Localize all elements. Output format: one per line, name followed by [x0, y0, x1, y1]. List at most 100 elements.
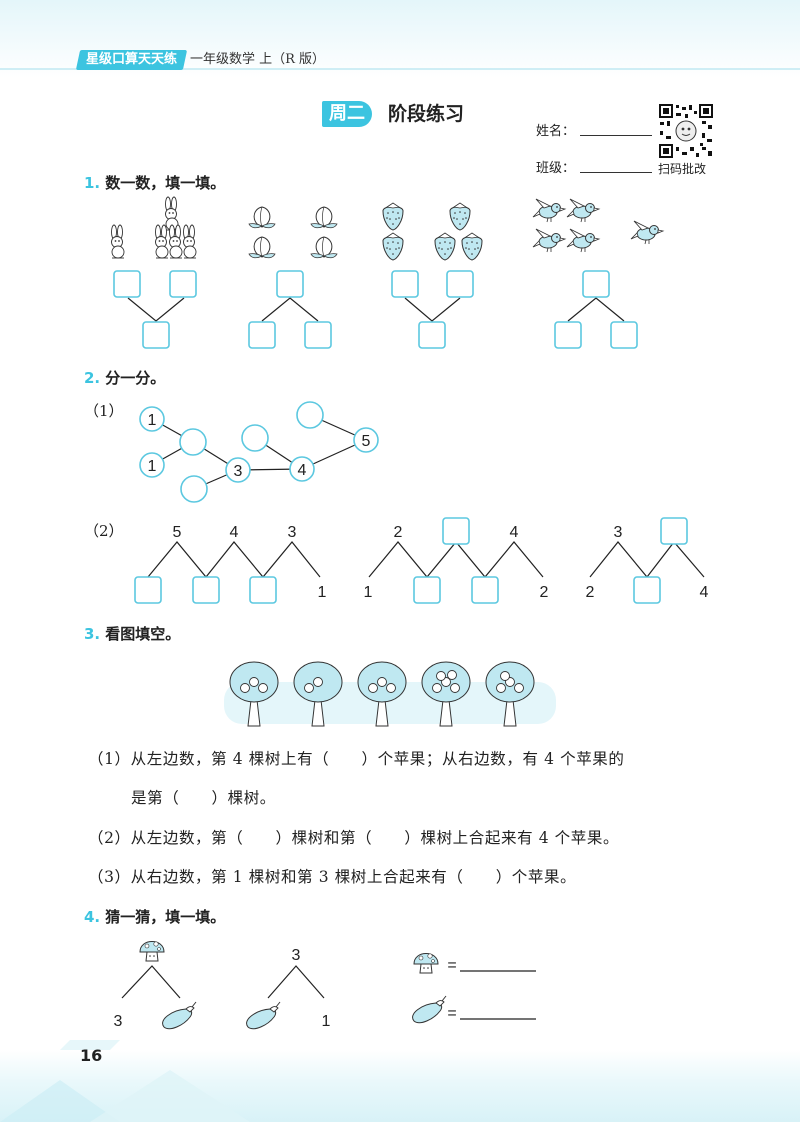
answer-box[interactable]: [192, 576, 220, 604]
apple-icon: [304, 683, 314, 693]
number-label: 2: [540, 584, 549, 601]
series-name: 星级口算天天练: [86, 52, 178, 67]
apple-icon: [258, 683, 268, 693]
q1-instruction: 数一数，填一填。: [105, 174, 226, 192]
answer-circle[interactable]: [180, 475, 208, 503]
q4-figure: 3 3 1 = =: [114, 941, 536, 1030]
answer-box[interactable]: [582, 270, 610, 298]
number-label: 4: [510, 524, 519, 541]
node-value: 4: [298, 462, 307, 479]
answer-box[interactable]: [633, 576, 661, 604]
eggplant-icon: [162, 1001, 197, 1030]
answer-box[interactable]: [554, 321, 582, 349]
answer-box[interactable]: [142, 321, 170, 349]
footer-decoration: [0, 1040, 250, 1122]
node-value: 1: [148, 458, 157, 475]
rabbit-icon: [155, 196, 197, 259]
class-label: 班级：: [536, 161, 576, 176]
number-label: 3: [288, 524, 297, 541]
book-subtitle: 一年级数学 上（R 版）: [190, 52, 326, 67]
apple-tree: [229, 661, 279, 727]
q3-number: 3.: [84, 625, 101, 643]
q2-instruction: 分一分。: [105, 369, 166, 387]
number-label: 1: [364, 584, 373, 601]
q4-heading: 4. 猜一猜，填一填。: [84, 906, 225, 927]
number-label: 2: [394, 524, 403, 541]
q3-line2: （2）从左边数，第（ ）棵树和第（ ）棵树上合起来有 4 个苹果。: [88, 829, 620, 847]
apple-icon: [249, 677, 259, 687]
equals-sign: =: [447, 1005, 456, 1022]
apple-tree: [485, 661, 535, 727]
number-label: 5: [173, 524, 182, 541]
apple-icon: [377, 677, 387, 687]
answer-box[interactable]: [391, 270, 419, 298]
apple-icon: [436, 671, 446, 681]
answer-box[interactable]: [413, 576, 441, 604]
q1-figure: [111, 196, 664, 349]
bird-icon: [532, 198, 664, 253]
qr-code-icon[interactable]: [658, 103, 714, 159]
mushroom-icon: [139, 941, 165, 962]
apple-icon: [450, 683, 460, 693]
apple-tree: [357, 661, 407, 727]
peach-icon: [248, 206, 338, 259]
q3-line3: （3）从右边数，第 1 棵树和第 3 棵树上合起来有（ ）个苹果。: [88, 868, 577, 886]
answer-circle[interactable]: [179, 428, 207, 456]
apple-tree: [293, 661, 343, 727]
q3-heading: 3. 看图填空。: [84, 623, 180, 644]
number-label: 3: [614, 524, 623, 541]
answer-circle[interactable]: [241, 424, 269, 452]
number-label: 1: [322, 1013, 331, 1030]
apple-trees-illustration: [224, 661, 556, 727]
number-label: 3: [292, 947, 301, 964]
apple-tree: [421, 661, 471, 727]
answer-box[interactable]: [471, 576, 499, 604]
apple-icon: [368, 683, 378, 693]
answer-box[interactable]: [276, 270, 304, 298]
number-label: 2: [586, 584, 595, 601]
header-divider: [0, 68, 800, 70]
answer-box[interactable]: [169, 270, 197, 298]
answer-box[interactable]: [304, 321, 332, 349]
node-value: 3: [234, 463, 243, 480]
number-label: 4: [700, 584, 709, 601]
q2-part2-figure: 5 4 3 1 2 4 1 2 3 2 4: [134, 517, 709, 604]
q2-heading: 2. 分一分。: [84, 367, 165, 388]
apple-icon: [386, 683, 396, 693]
answer-box[interactable]: [610, 321, 638, 349]
answer-box[interactable]: [249, 576, 277, 604]
page-title: 阶段练习: [388, 103, 465, 125]
number-node: [139, 406, 165, 432]
rabbit-icon: [111, 224, 125, 259]
number-node: [353, 427, 379, 453]
node-value: 1: [148, 412, 157, 429]
apple-icon: [514, 683, 524, 693]
apple-icon: [240, 683, 250, 693]
page-number: 16: [80, 1046, 103, 1065]
number-node: [289, 456, 315, 482]
q2-part1-figure: 1 1 3 4 5: [139, 401, 379, 503]
class-field[interactable]: [580, 172, 652, 173]
eggplant-icon: [412, 995, 447, 1024]
mushroom-icon: [413, 953, 439, 974]
number-label: 3: [114, 1013, 123, 1030]
q2-part1-label: （1）: [84, 402, 124, 420]
answer-circle[interactable]: [296, 401, 324, 429]
name-field[interactable]: [580, 135, 652, 136]
number-label: 1: [318, 584, 327, 601]
answer-box[interactable]: [446, 270, 474, 298]
answer-box[interactable]: [248, 321, 276, 349]
answer-box[interactable]: [660, 517, 688, 545]
q2-number: 2.: [84, 369, 101, 387]
answer-box[interactable]: [418, 321, 446, 349]
apple-icon: [496, 683, 506, 693]
answer-box[interactable]: [113, 270, 141, 298]
strawberry-icon: [382, 202, 483, 261]
q2-part2-label: （2）: [84, 522, 124, 540]
q4-instruction: 猜一猜，填一填。: [105, 908, 226, 926]
q3-line1-continued: 是第（ ）棵树。: [131, 789, 276, 807]
node-value: 5: [362, 433, 371, 450]
answer-box[interactable]: [134, 576, 162, 604]
apple-icon: [447, 670, 457, 680]
answer-box[interactable]: [442, 517, 470, 545]
